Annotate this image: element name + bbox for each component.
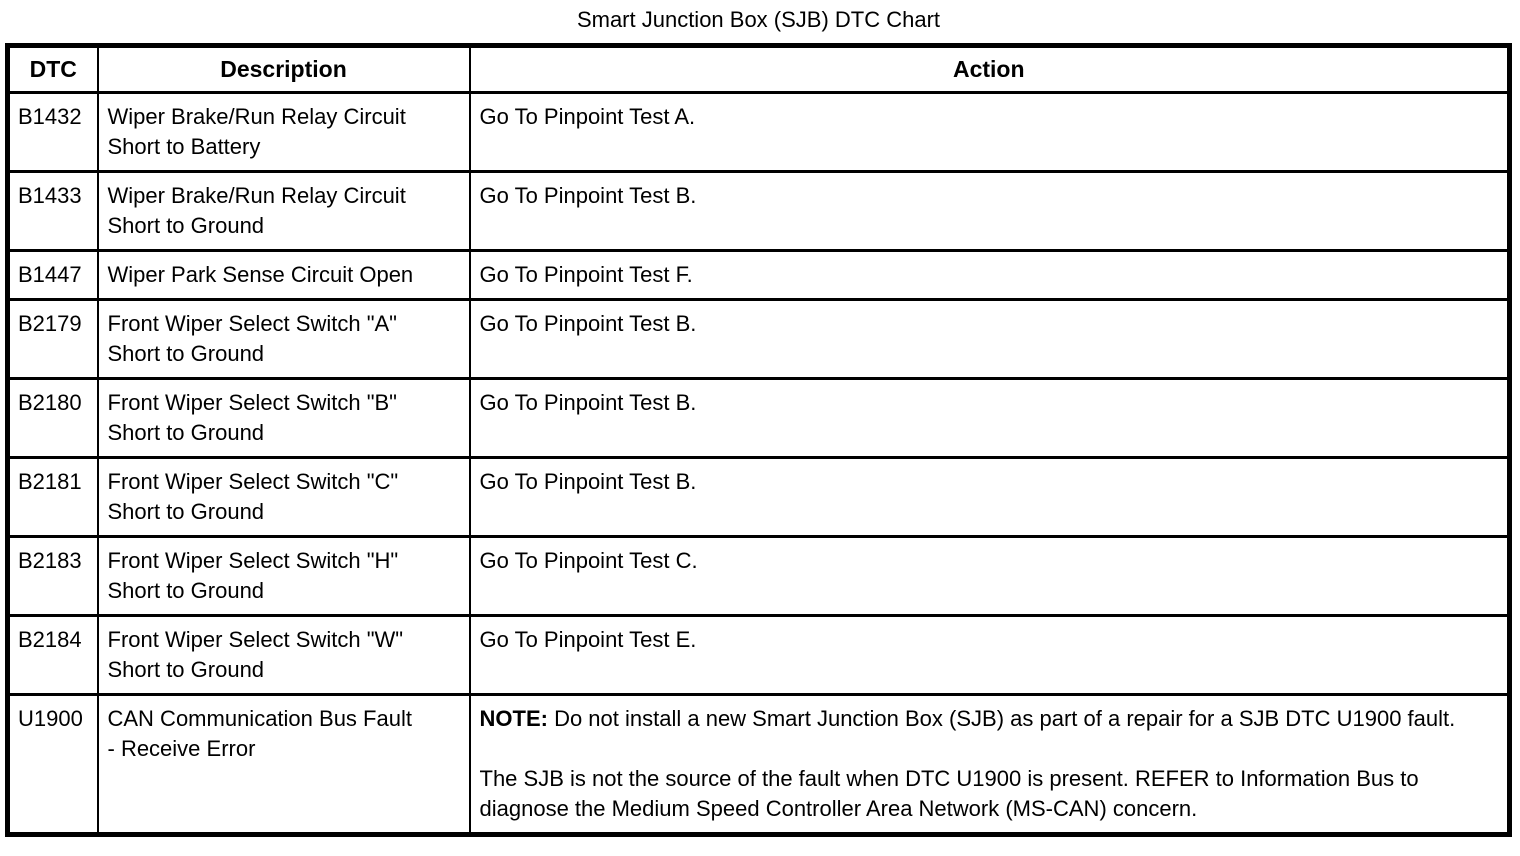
dtc-code-cell: B2183 (6, 535, 99, 617)
description-cell: Front Wiper Select Switch "W" Short to G… (96, 614, 471, 696)
dtc-code-cell: B2180 (6, 377, 99, 459)
action-paragraph: Go To Pinpoint Test B. (479, 311, 697, 336)
note-label: NOTE: (479, 706, 548, 731)
action-cell: Go To Pinpoint Test A. (468, 91, 1511, 173)
dtc-code-cell: U1900 (6, 693, 99, 836)
action-cell: Go To Pinpoint Test C. (468, 535, 1511, 617)
header-description: Description (96, 44, 471, 94)
action-cell: Go To Pinpoint Test E. (468, 614, 1511, 696)
dtc-code-cell: B1433 (6, 170, 99, 252)
description-cell: Wiper Park Sense Circuit Open (96, 249, 471, 301)
description-cell: Wiper Brake/Run Relay Circuit Short to B… (96, 91, 471, 173)
table-header-row: DTC Description Action (6, 44, 1511, 94)
action-paragraph: The SJB is not the source of the fault w… (479, 766, 1419, 821)
action-paragraph: NOTE: Do not install a new Smart Junctio… (479, 706, 1456, 731)
action-cell: Go To Pinpoint Test B. (468, 298, 1511, 380)
action-cell: Go To Pinpoint Test F. (468, 249, 1511, 301)
dtc-code-cell: B2184 (6, 614, 99, 696)
description-cell: Front Wiper Select Switch "H" Short to G… (96, 535, 471, 617)
dtc-code-cell: B1432 (6, 91, 99, 173)
description-cell: Wiper Brake/Run Relay Circuit Short to G… (96, 170, 471, 252)
action-paragraph: Go To Pinpoint Test B. (479, 390, 697, 415)
action-paragraph: Go To Pinpoint Test E. (479, 627, 697, 652)
action-paragraph: Go To Pinpoint Test B. (479, 183, 697, 208)
header-action: Action (468, 44, 1511, 94)
action-cell: Go To Pinpoint Test B. (468, 456, 1511, 538)
action-paragraph: Go To Pinpoint Test C. (479, 548, 698, 573)
dtc-code-cell: B1447 (6, 249, 99, 301)
dtc-code-cell: B2179 (6, 298, 99, 380)
dtc-code-cell: B2181 (6, 456, 99, 538)
action-cell: NOTE: Do not install a new Smart Junctio… (468, 693, 1511, 836)
action-cell: Go To Pinpoint Test B. (468, 377, 1511, 459)
description-cell: Front Wiper Select Switch "A" Short to G… (96, 298, 471, 380)
description-cell: Front Wiper Select Switch "B" Short to G… (96, 377, 471, 459)
description-cell: CAN Communication Bus Fault - Receive Er… (96, 693, 471, 836)
page-title: Smart Junction Box (SJB) DTC Chart (576, 7, 941, 32)
action-paragraph: Go To Pinpoint Test F. (479, 262, 693, 287)
action-cell: Go To Pinpoint Test B. (468, 170, 1511, 252)
header-dtc: DTC (6, 44, 99, 94)
action-paragraph: Go To Pinpoint Test A. (479, 104, 696, 129)
description-cell: Front Wiper Select Switch "C" Short to G… (96, 456, 471, 538)
action-paragraph: Go To Pinpoint Test B. (479, 469, 697, 494)
